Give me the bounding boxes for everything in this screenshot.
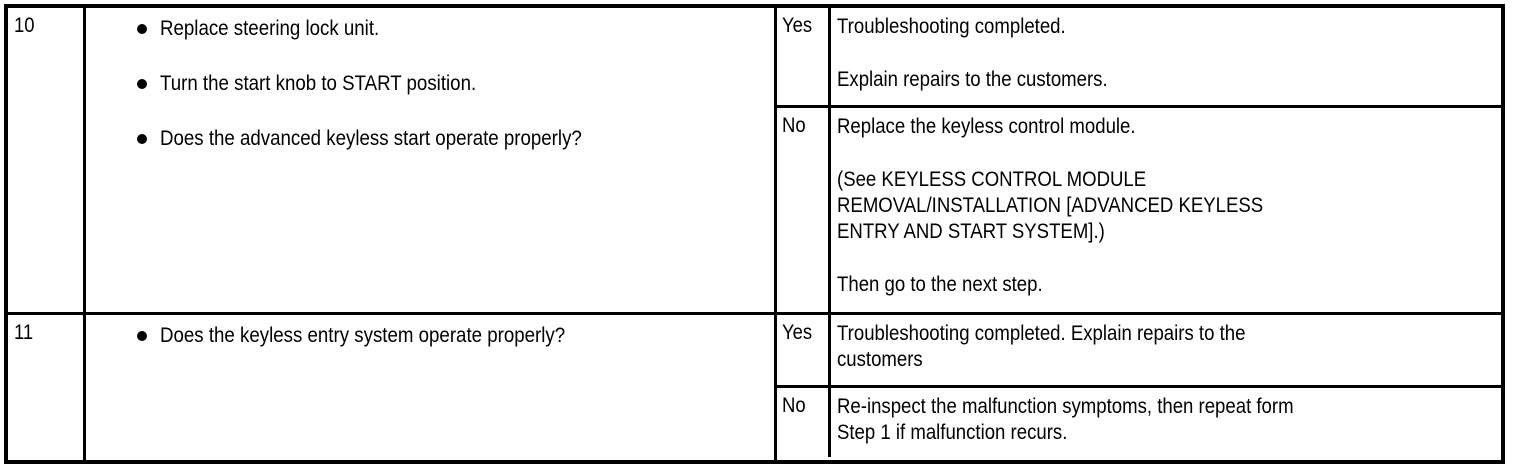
answer-cell: Yes xyxy=(777,8,831,105)
list-item: Turn the start knob to START position. xyxy=(86,71,764,96)
result-paragraph-text: (See KEYLESS CONTROL MODULE REMOVAL/INST… xyxy=(837,168,1264,243)
result-paragraph: Troubleshooting completed. xyxy=(837,14,1493,40)
result-text-cell: Troubleshooting completed. Explain repai… xyxy=(831,8,1501,105)
result-text-cell: Replace the keyless control module. (See… xyxy=(831,108,1501,312)
action-text: Does the keyless entry system operate pr… xyxy=(160,324,566,347)
result-paragraph-reference: (See KEYLESS CONTROL MODULE REMOVAL/INST… xyxy=(837,167,1493,245)
action-cell: Does the keyless entry system operate pr… xyxy=(86,315,777,460)
list-item: Replace steering lock unit. xyxy=(86,16,764,41)
action-text: Does the advanced keyless start operate … xyxy=(160,127,582,150)
result-paragraph: Re-inspect the malfunction symptoms, the… xyxy=(837,394,1493,446)
result-paragraph-text: Replace the keyless control module. xyxy=(837,115,1136,138)
answer-label: Yes xyxy=(782,321,813,344)
result-branch-no: No Replace the keyless control module. (… xyxy=(777,108,1501,312)
list-item: Does the advanced keyless start operate … xyxy=(86,126,764,151)
result-text-cell: Troubleshooting completed. Explain repai… xyxy=(831,315,1501,385)
action-text: Turn the start knob to START position. xyxy=(160,72,477,95)
result-paragraph-text: Troubleshooting completed. xyxy=(837,15,1066,38)
result-paragraph: Then go to the next step. xyxy=(837,272,1493,298)
result-paragraph-text: Then go to the next step. xyxy=(837,273,1043,296)
answer-label: No xyxy=(782,394,806,417)
troubleshooting-table: 10 Replace steering lock unit. Turn the … xyxy=(4,4,1505,464)
answer-cell: Yes xyxy=(777,315,831,385)
result-paragraph-text: Re-inspect the malfunction symptoms, the… xyxy=(837,395,1294,444)
action-bullet-list: Does the keyless entry system operate pr… xyxy=(86,323,764,348)
table-row: 10 Replace steering lock unit. Turn the … xyxy=(8,8,1501,315)
answer-label: No xyxy=(782,114,806,137)
result-text-cell: Re-inspect the malfunction symptoms, the… xyxy=(831,388,1501,457)
result-cell: Yes Troubleshooting completed. Explain r… xyxy=(777,8,1501,312)
result-paragraph: Replace the keyless control module. xyxy=(837,114,1493,140)
table-row: 11 Does the keyless entry system operate… xyxy=(8,315,1501,460)
result-branch-yes: Yes Troubleshooting completed. Explain r… xyxy=(777,315,1501,388)
answer-cell: No xyxy=(777,388,831,457)
action-cell: Replace steering lock unit. Turn the sta… xyxy=(86,8,777,312)
action-text: Replace steering lock unit. xyxy=(160,17,380,40)
step-number-cell: 10 xyxy=(8,8,86,312)
action-bullet-list: Replace steering lock unit. Turn the sta… xyxy=(86,16,764,151)
result-cell: Yes Troubleshooting completed. Explain r… xyxy=(777,315,1501,460)
answer-label: Yes xyxy=(782,14,813,37)
step-number-cell: 11 xyxy=(8,315,86,460)
result-paragraph-text: Troubleshooting completed. Explain repai… xyxy=(837,322,1246,371)
result-branch-yes: Yes Troubleshooting completed. Explain r… xyxy=(777,8,1501,108)
result-paragraph: Troubleshooting completed. Explain repai… xyxy=(837,321,1493,373)
result-paragraph: Explain repairs to the customers. xyxy=(837,67,1493,93)
result-branch-no: No Re-inspect the malfunction symptoms, … xyxy=(777,388,1501,457)
answer-cell: No xyxy=(777,108,831,312)
step-number: 11 xyxy=(14,321,34,344)
list-item: Does the keyless entry system operate pr… xyxy=(86,323,764,348)
result-paragraph-text: Explain repairs to the customers. xyxy=(837,68,1108,91)
step-number: 10 xyxy=(14,14,35,37)
